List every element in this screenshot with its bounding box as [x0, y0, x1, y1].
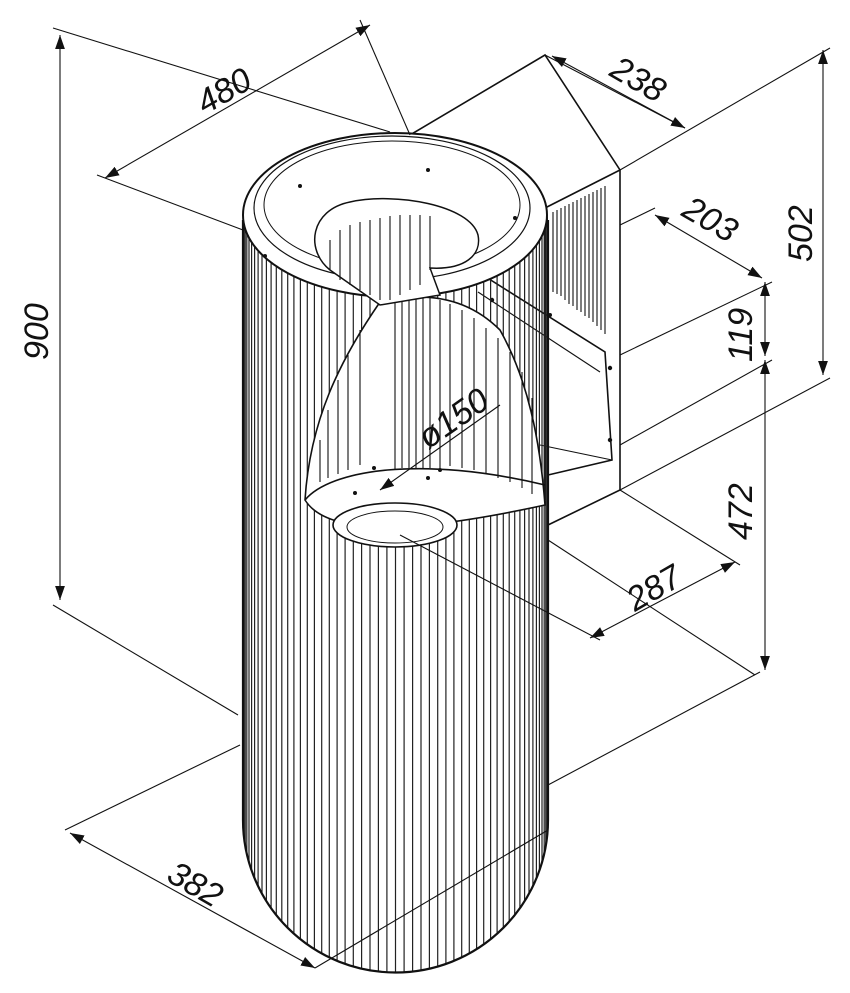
dim-119-label: 119	[722, 308, 760, 362]
dim-480-label: 480	[190, 61, 258, 122]
housing-vent	[552, 186, 606, 334]
top-opening	[314, 197, 480, 306]
dim-203-line	[654, 214, 763, 279]
dim-382-line	[69, 832, 316, 969]
dim-203-label: 203	[675, 189, 744, 251]
dimension-arrows	[55, 24, 828, 969]
duct-opening	[332, 502, 458, 548]
dim-472-label: 472	[722, 483, 760, 540]
dim-480-line	[104, 24, 371, 179]
dim-238-label: 238	[603, 49, 672, 111]
dim-287-line	[589, 561, 736, 639]
dim-238-line	[551, 55, 686, 129]
top-rim	[242, 132, 548, 306]
dim-502-label: 502	[782, 205, 820, 262]
dim-287-label: 287	[619, 557, 689, 619]
cutaway-window	[304, 292, 546, 548]
dim-382-label: 382	[161, 854, 229, 915]
inner-duct	[319, 292, 533, 494]
dimension-labels: 480 238 900 502 203 119 472 287 382 ø150	[18, 49, 820, 916]
dim-duct-line	[379, 404, 501, 491]
dim-900-label: 900	[18, 303, 56, 360]
